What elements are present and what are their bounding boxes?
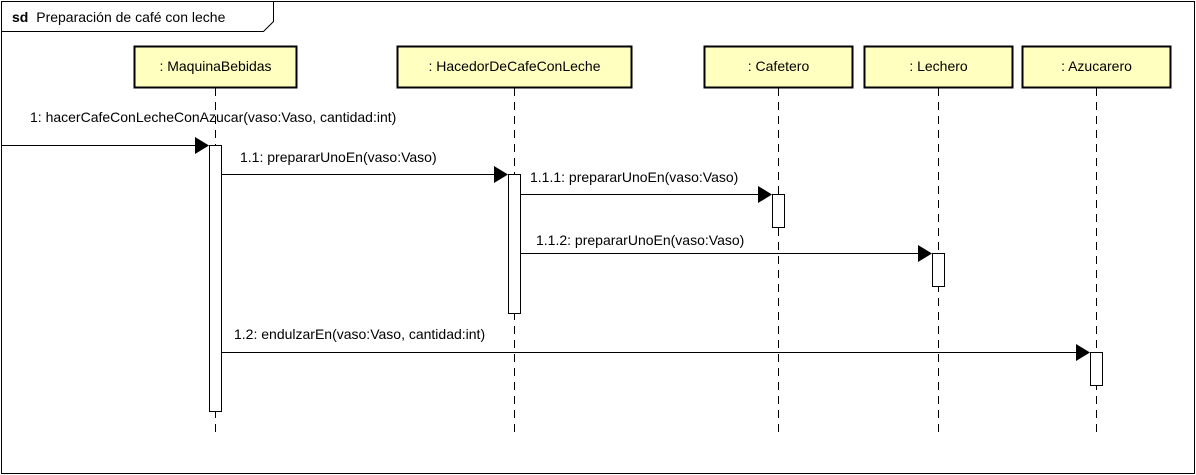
message-1[interactable]: 1: hacerCafeConLecheConAzucar(vaso:Vaso,… [2, 109, 396, 154]
participant-cafetero[interactable]: : Cafetero [703, 45, 854, 89]
participant-label: : Cafetero [748, 58, 810, 74]
message-label: 1: hacerCafeConLecheConAzucar(vaso:Vaso,… [30, 109, 396, 125]
participant-hacedor[interactable]: : HacedorDeCafeConLeche [396, 45, 633, 89]
participant-lechero[interactable]: : Lechero [863, 45, 1014, 89]
participant-maquina[interactable]: : MaquinaBebidas [133, 45, 298, 89]
arrowhead-icon [494, 166, 508, 183]
participant-box [703, 45, 854, 89]
message-1-1[interactable]: 1.1: prepararUnoEn(vaso:Vaso) [221, 149, 509, 183]
activation-lechero [932, 253, 945, 287]
message-label: 1.2: endulzarEn(vaso:Vaso, cantidad:int) [234, 326, 485, 342]
frame-title: sd Preparación de café con leche [12, 9, 226, 25]
participant-label: : MaquinaBebidas [159, 58, 271, 74]
activation-maquina [209, 145, 222, 412]
activation-azucarero [1090, 352, 1103, 386]
participant-box [133, 45, 298, 89]
message-1-1-2[interactable]: 1.1.2: prepararUnoEn(vaso:Vaso) [520, 232, 933, 262]
activation-cafetero [772, 194, 785, 228]
participant-azucarero[interactable]: : Azucarero [1021, 45, 1172, 89]
frame-title-tab [1, 1, 274, 32]
participant-box [863, 45, 1014, 89]
participant-box [1021, 45, 1172, 89]
arrowhead-icon [1076, 344, 1090, 361]
activation-hacedor [508, 174, 521, 314]
frame-keyword: sd [12, 9, 28, 25]
participants: : MaquinaBebidas : HacedorDeCafeConLeche… [133, 45, 1172, 89]
arrowhead-icon [195, 137, 209, 154]
messages: 1: hacerCafeConLecheConAzucar(vaso:Vaso,… [2, 109, 1090, 361]
participant-box [396, 45, 633, 89]
participant-label: : Azucarero [1061, 58, 1132, 74]
participant-label: : HacedorDeCafeConLeche [429, 58, 601, 74]
message-1-2[interactable]: 1.2: endulzarEn(vaso:Vaso, cantidad:int) [221, 326, 1091, 361]
arrowhead-icon [918, 245, 932, 262]
activations [209, 145, 1103, 412]
message-label: 1.1.2: prepararUnoEn(vaso:Vaso) [536, 232, 744, 248]
message-label: 1.1.1: prepararUnoEn(vaso:Vaso) [530, 169, 738, 185]
frame-title-text: Preparación de café con leche [36, 9, 225, 25]
message-label: 1.1: prepararUnoEn(vaso:Vaso) [240, 149, 437, 165]
arrowhead-icon [758, 186, 772, 203]
message-1-1-1[interactable]: 1.1.1: prepararUnoEn(vaso:Vaso) [520, 169, 773, 203]
participant-label: : Lechero [909, 58, 968, 74]
